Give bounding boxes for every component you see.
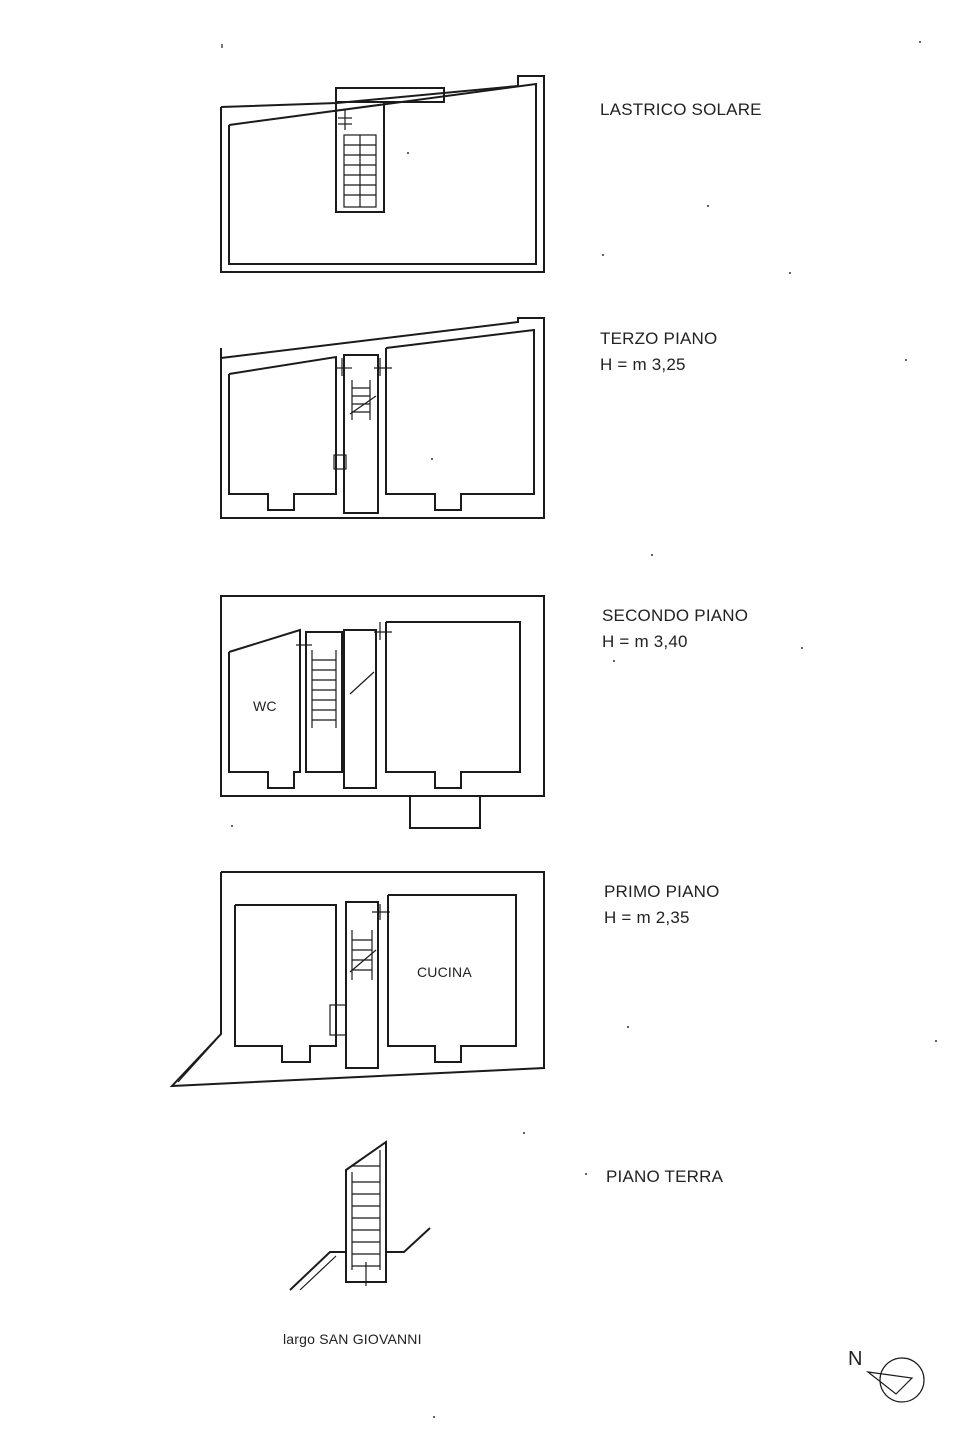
plan-primo-piano	[169, 871, 545, 1088]
plan-terzo-piano	[220, 317, 545, 519]
floor-title-primo: PRIMO PIANO	[604, 882, 720, 901]
floor-title-lastrico: LASTRICO SOLARE	[600, 100, 762, 119]
plan-secondo-piano	[220, 595, 545, 829]
room-label-cucina: CUCINA	[417, 964, 472, 980]
room-label-wc: WC	[253, 698, 277, 714]
compass-north-label: N	[848, 1348, 863, 1370]
street-label: largo SAN GIOVANNI	[283, 1331, 422, 1347]
floor-title-secondo: SECONDO PIANO	[602, 606, 749, 625]
floor-height-terzo: H = m 3,25	[600, 355, 686, 374]
floor-title-terra: PIANO TERRA	[606, 1167, 724, 1186]
floor-title-terzo: TERZO PIANO	[600, 329, 718, 348]
north-compass	[865, 1357, 925, 1403]
scan-specks	[231, 41, 937, 1418]
floor-height-primo: H = m 2,35	[604, 908, 690, 927]
floor-height-secondo: H = m 3,40	[602, 632, 688, 651]
plan-piano-terra	[289, 1140, 431, 1291]
plan-lastrico-solare	[220, 44, 545, 273]
